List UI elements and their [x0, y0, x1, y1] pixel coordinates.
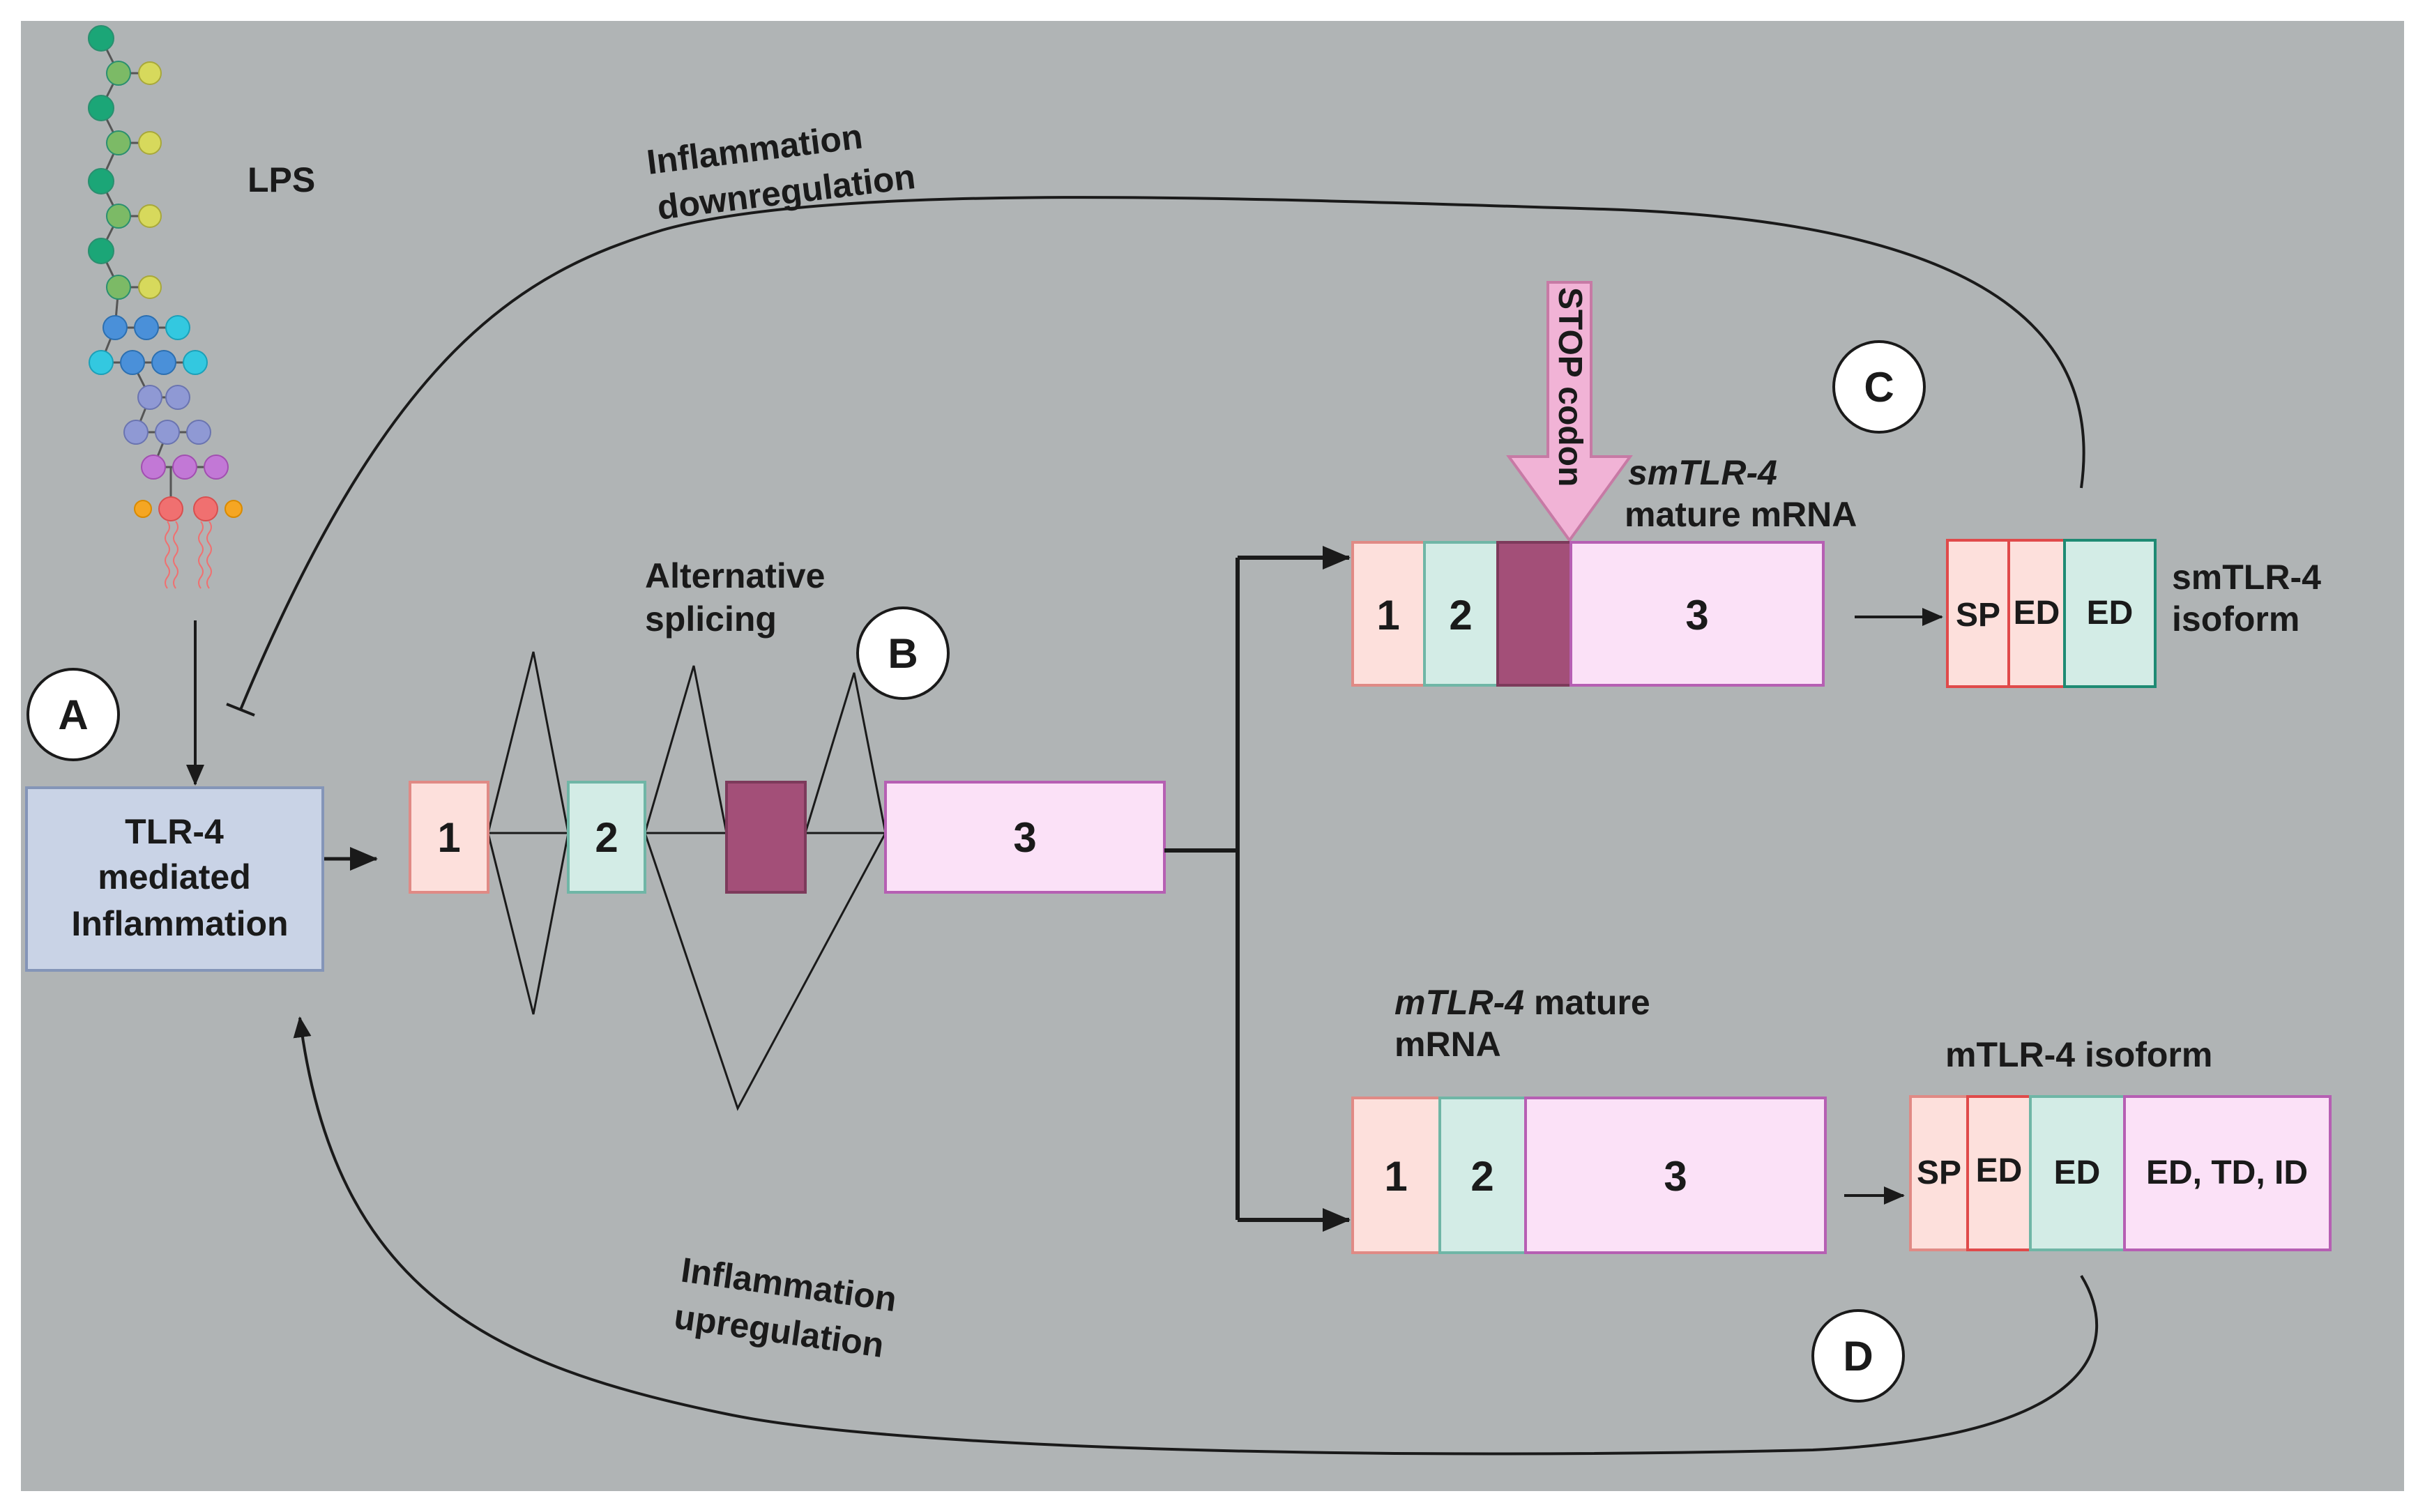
downregulation-curve	[239, 196, 2085, 710]
alternative-splicing-label-2: splicing	[645, 600, 777, 639]
svg-text:mediated: mediated	[98, 857, 251, 896]
alternative-splicing-label: Alternative	[645, 556, 825, 595]
m-mrna-label-2: mRNA	[1394, 1025, 1501, 1064]
svg-text:1: 1	[1384, 1153, 1407, 1200]
marker-d: D	[1811, 1309, 1905, 1403]
background-panel	[21, 21, 2404, 1491]
sm-isoform-label: smTLR-4	[2172, 558, 2321, 597]
gene-exon-3: 3	[884, 781, 1166, 894]
m-mrna-label: mTLR-4 mature	[1394, 983, 1650, 1022]
sm-isoform-ed-2: ED	[2063, 539, 2157, 688]
sm-mrna-exon-2: 2	[1423, 541, 1499, 687]
gene-exon-2: 2	[567, 781, 646, 894]
m-mrna-exon-1: 1	[1351, 1097, 1441, 1254]
marker-b: B	[856, 606, 950, 700]
lps-label: LPS	[248, 160, 315, 199]
svg-text:3: 3	[1664, 1153, 1687, 1200]
svg-text:B: B	[888, 630, 918, 677]
svg-text:2: 2	[1449, 592, 1472, 639]
m-isoform-ed-2: ED	[2029, 1095, 2126, 1251]
sm-mrna-exon-3: 3	[1569, 541, 1825, 687]
gene-alternative-exon	[725, 781, 807, 894]
m-mrna-exon-3: 3	[1524, 1097, 1827, 1254]
svg-text:ED, TD, ID: ED, TD, ID	[2146, 1154, 2308, 1191]
marker-a: A	[26, 668, 120, 761]
svg-text:3: 3	[1013, 814, 1036, 861]
sm-mrna-alternative-exon	[1496, 541, 1572, 687]
svg-text:SP: SP	[1917, 1154, 1961, 1191]
svg-text:TLR-4: TLR-4	[125, 812, 224, 851]
marker-c: C	[1832, 340, 1926, 434]
splicing-lines	[487, 651, 887, 1111]
sm-mrna-label-2: mature mRNA	[1625, 495, 1857, 534]
gene-exon-1: 1	[409, 781, 489, 894]
svg-text:1: 1	[1376, 592, 1399, 639]
upregulation-curve	[293, 1016, 2099, 1456]
sm-mrna-exon-1: 1	[1351, 541, 1426, 687]
svg-text:3: 3	[1685, 592, 1708, 639]
svg-text:C: C	[1864, 364, 1894, 411]
sm-isoform-label-2: isoform	[2172, 600, 2299, 639]
svg-text:SP: SP	[1956, 597, 2000, 634]
svg-text:Inflammation: Inflammation	[71, 904, 288, 943]
lps-molecule-icon	[88, 25, 243, 589]
svg-text:2: 2	[595, 814, 618, 861]
svg-text:ED: ED	[2054, 1154, 2101, 1191]
svg-text:ED: ED	[2014, 595, 2060, 632]
m-mrna-exon-2: 2	[1438, 1097, 1527, 1254]
branch-arrows	[1164, 546, 1351, 1232]
m-isoform-sp: SP	[1909, 1095, 1969, 1251]
svg-text:ED: ED	[1976, 1152, 2023, 1189]
svg-text:STOP codon: STOP codon	[1551, 287, 1588, 487]
sm-mrna-label: smTLR-4	[1628, 453, 1777, 492]
m-isoform-label: mTLR-4 isoform	[1945, 1035, 2212, 1074]
svg-text:A: A	[58, 692, 88, 738]
inhibition-bar	[226, 703, 255, 717]
m-isoform-ed-td-id: ED, TD, ID	[2123, 1095, 2332, 1251]
svg-text:D: D	[1843, 1333, 1873, 1380]
svg-text:1: 1	[437, 814, 460, 861]
stop-codon-arrow: STOP codon	[1506, 281, 1633, 543]
tlr4-inflammation-box: TLR-4 mediated Inflammation	[25, 786, 324, 972]
m-isoform-ed-1: ED	[1966, 1095, 2032, 1251]
sm-isoform-sp: SP	[1946, 539, 2010, 688]
sm-isoform-ed-1: ED	[2007, 539, 2066, 688]
svg-text:2: 2	[1470, 1153, 1493, 1200]
svg-text:ED: ED	[2087, 595, 2134, 632]
